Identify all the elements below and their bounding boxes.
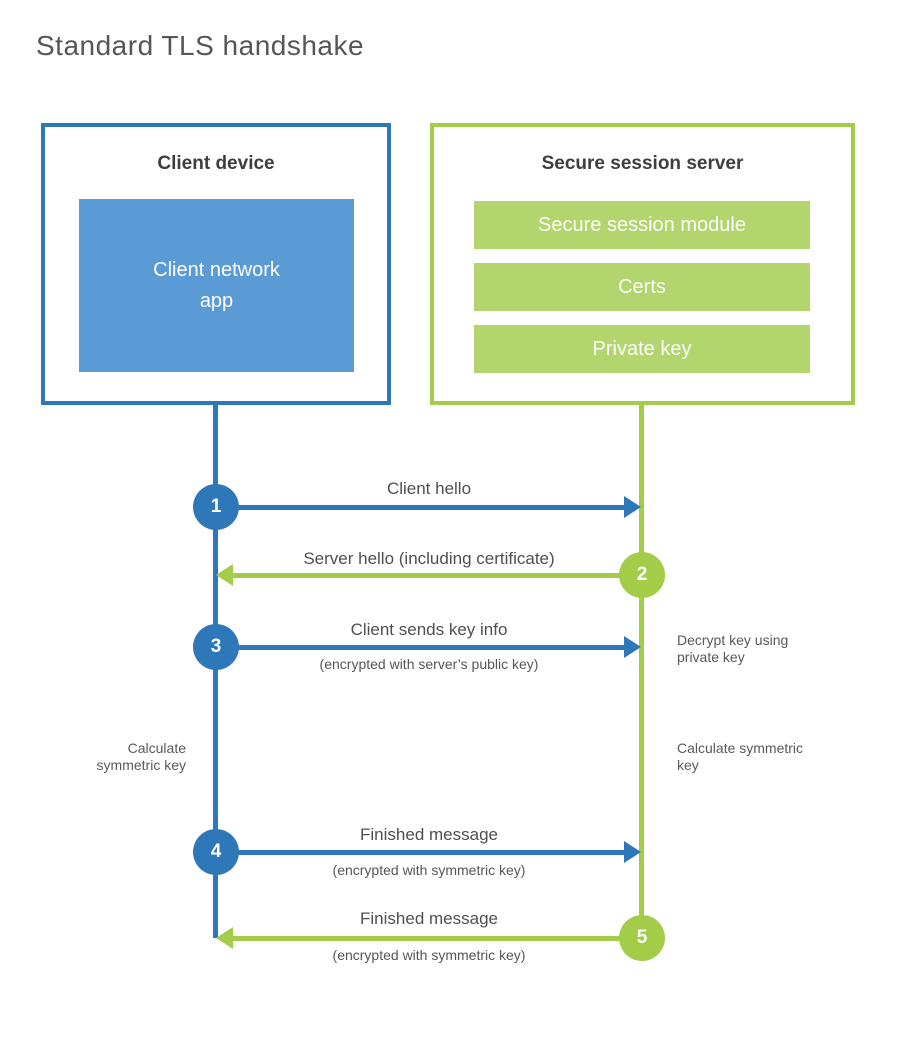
secure-session-server-header: Secure session server (541, 153, 744, 174)
page-title: Standard TLS handshake (36, 30, 365, 61)
client-lifeline (213, 405, 218, 938)
message-sublabel-finished-client: (encrypted with symmetric key) (332, 862, 526, 878)
arrow-head-left-icon (216, 564, 233, 586)
step-number-5: 5 (636, 927, 648, 948)
message-sublabel-client-key-info: (encrypted with server’s public key) (319, 656, 539, 672)
annotation-calculate-symmetric-key-client: Calculate symmetric key (96, 740, 186, 773)
step-circle-3: 3 (193, 624, 239, 670)
message-label-client-hello: Client hello (386, 479, 472, 498)
step-circle-5: 5 (619, 915, 665, 961)
message-sublabel-finished-server: (encrypted with symmetric key) (332, 947, 526, 963)
step-number-2: 2 (636, 564, 648, 585)
arrow-head-right-icon (624, 496, 641, 518)
server-module-certs: Certs (474, 263, 810, 311)
client-device-header: Client device (157, 153, 275, 174)
arrow-line-step1 (216, 505, 626, 510)
message-label-finished-client: Finished message (360, 825, 498, 844)
step-number-3: 3 (210, 636, 222, 657)
step-circle-1: 1 (193, 484, 239, 530)
step-number-1: 1 (210, 496, 222, 517)
client-network-app-box: Client network app (79, 199, 354, 372)
client-app-label-line2: app (199, 289, 234, 312)
arrow-head-left-icon (216, 927, 233, 949)
server-lifeline (639, 405, 644, 938)
message-label-server-hello: Server hello (including certificate) (303, 549, 555, 568)
message-label-client-key-info: Client sends key info (350, 620, 508, 639)
annotation-calculate-symmetric-key-server: Calculate symmetric key (677, 740, 804, 773)
step-circle-4: 4 (193, 829, 239, 875)
arrow-head-right-icon (624, 841, 641, 863)
client-app-label-line1: Client network (153, 258, 280, 281)
step-number-4: 4 (210, 841, 222, 862)
message-label-finished-server: Finished message (360, 909, 498, 928)
arrow-line-step2 (232, 573, 642, 578)
arrow-line-step5 (232, 936, 642, 941)
step-circle-2: 2 (619, 552, 665, 598)
arrow-line-step4 (216, 850, 626, 855)
arrow-line-step3 (216, 645, 626, 650)
annotation-decrypt-key: Decrypt key using private key (677, 632, 789, 665)
server-module-secure-session-module: Secure session module (474, 201, 810, 249)
server-module-private-key: Private key (474, 325, 810, 373)
arrow-head-right-icon (624, 636, 641, 658)
